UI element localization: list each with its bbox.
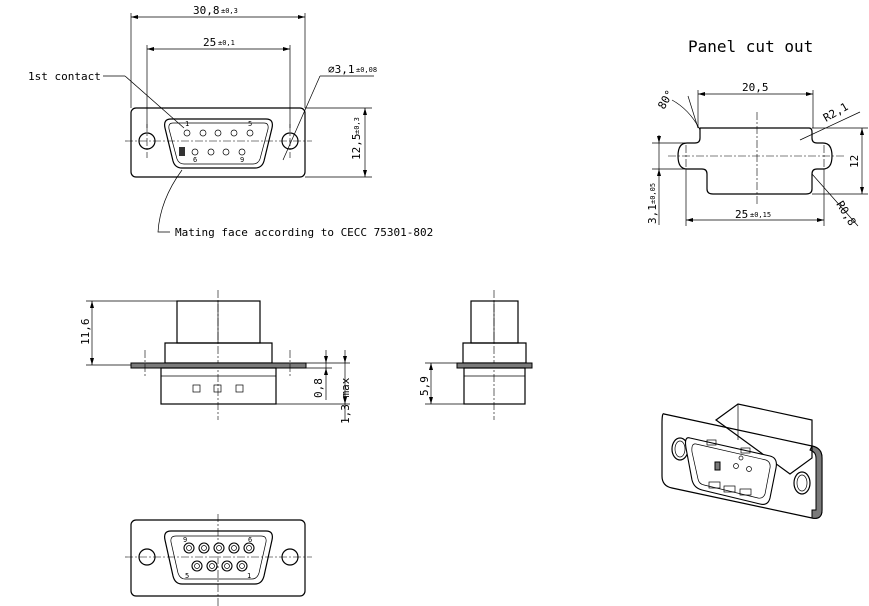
front-view: 30,8 ±0,3 25 ±0,1 ∅3,1 ±0,08 12,5 ±0,3 <box>28 4 433 239</box>
tail-max-dim: 1,3 max <box>339 377 352 424</box>
height-tol: ±0,3 <box>353 117 361 134</box>
end-view: 5,9 <box>418 290 533 420</box>
hole-height-tol: ±0,05 <box>649 183 657 204</box>
bottom-width-dim: 25 <box>735 208 748 221</box>
side-view: 11,6 0,8 1,3 max <box>79 290 352 424</box>
mating-face-note: Mating face according to CECC 75301-802 <box>175 226 433 239</box>
front-pin-label-6: 6 <box>193 156 197 164</box>
angle-dim: 80° <box>655 88 676 112</box>
side-height-dim: 11,6 <box>79 319 92 346</box>
rear-pin-label-6: 6 <box>248 536 252 544</box>
rear-pin-label-5: 5 <box>185 572 189 580</box>
overall-width-tol: ±0,3 <box>221 7 238 15</box>
cutout-height-dim: 12 <box>848 155 861 168</box>
isometric-view <box>661 403 823 519</box>
panel-cutout: Panel cut out 20,5 80° R2,1 12 <box>646 37 868 228</box>
radius-top-dim: R2,1 <box>821 100 850 125</box>
rear-view: 9 6 5 1 <box>125 514 312 606</box>
panel-cutout-title: Panel cut out <box>688 37 813 56</box>
front-pin-label-5: 5 <box>248 120 252 128</box>
flange-dim: 0,8 <box>312 378 325 398</box>
top-width-dim: 20,5 <box>742 81 769 94</box>
rear-pin-label-9: 9 <box>183 536 187 544</box>
hole-spacing-tol: ±0,1 <box>218 39 235 47</box>
radius-bottom-dim: R0,8 <box>833 199 858 228</box>
hole-dia-dim: ∅3,1 <box>328 63 355 76</box>
end-height-dim: 5,9 <box>418 376 431 396</box>
rear-pins <box>183 542 255 572</box>
front-pins <box>179 129 254 156</box>
height-dim: 12,5 <box>350 134 363 161</box>
hole-spacing-dim: 25 <box>203 36 216 49</box>
first-contact-label: 1st contact <box>28 70 101 83</box>
hole-dia-tol: ±0,08 <box>356 66 377 74</box>
overall-width-dim: 30,8 <box>193 4 220 17</box>
front-pin-label-9: 9 <box>240 156 244 164</box>
front-pin-label-1: 1 <box>185 120 189 128</box>
rear-pin-label-1: 1 <box>247 572 251 580</box>
hole-height-dim: 3,1 <box>646 204 659 224</box>
bottom-width-tol: ±0,15 <box>750 211 771 219</box>
